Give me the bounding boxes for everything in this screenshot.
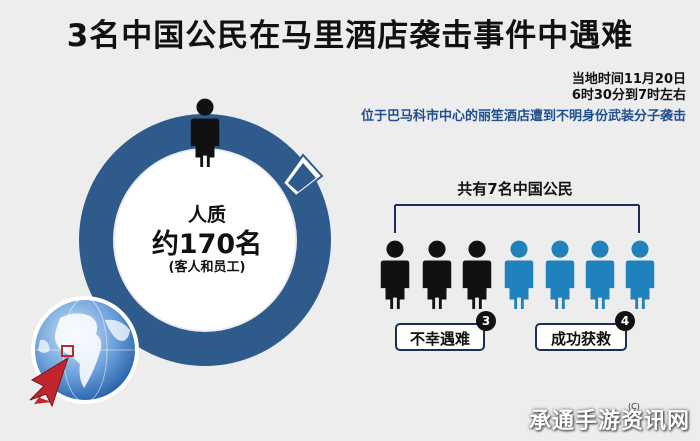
watermark-small: (C) — [628, 402, 640, 411]
person-icon — [545, 240, 575, 309]
person-icon — [504, 240, 534, 309]
chinese-citizens-label: 共有7名中国公民 — [457, 180, 573, 198]
rescued-badge: 成功获救 — [535, 323, 627, 351]
arrow-pointer-icon — [29, 356, 69, 408]
watermark: 承通手游资讯网 — [528, 409, 690, 434]
page-title: 3名中国公民在马里酒店袭击事件中遇难 — [66, 18, 634, 54]
person-icon — [585, 240, 615, 309]
local-time-range: 6时30分到7时左右 — [571, 88, 686, 103]
rescued-count-badge: 4 — [615, 311, 635, 331]
location-description: 位于巴马科市中心的丽笙酒店遭到不明身份武装分子袭击 — [360, 109, 686, 124]
rescued-group — [504, 240, 655, 309]
victims-count-badge: 3 — [476, 311, 496, 331]
person-icon — [380, 240, 410, 309]
hostage-center-disc — [115, 150, 295, 330]
hostage-count: 约170名 — [151, 229, 263, 260]
person-icon — [422, 240, 452, 309]
person-icon — [625, 240, 655, 309]
local-time-date: 当地时间11月20日 — [571, 72, 686, 87]
hostage-label: 人质 — [187, 204, 226, 226]
hostage-note: (客人和员工) — [168, 260, 246, 275]
victims-group — [380, 240, 492, 309]
victims-badge: 不幸遇难 — [395, 323, 485, 351]
person-icon — [462, 240, 492, 309]
ring-highlight-fill — [288, 163, 316, 192]
